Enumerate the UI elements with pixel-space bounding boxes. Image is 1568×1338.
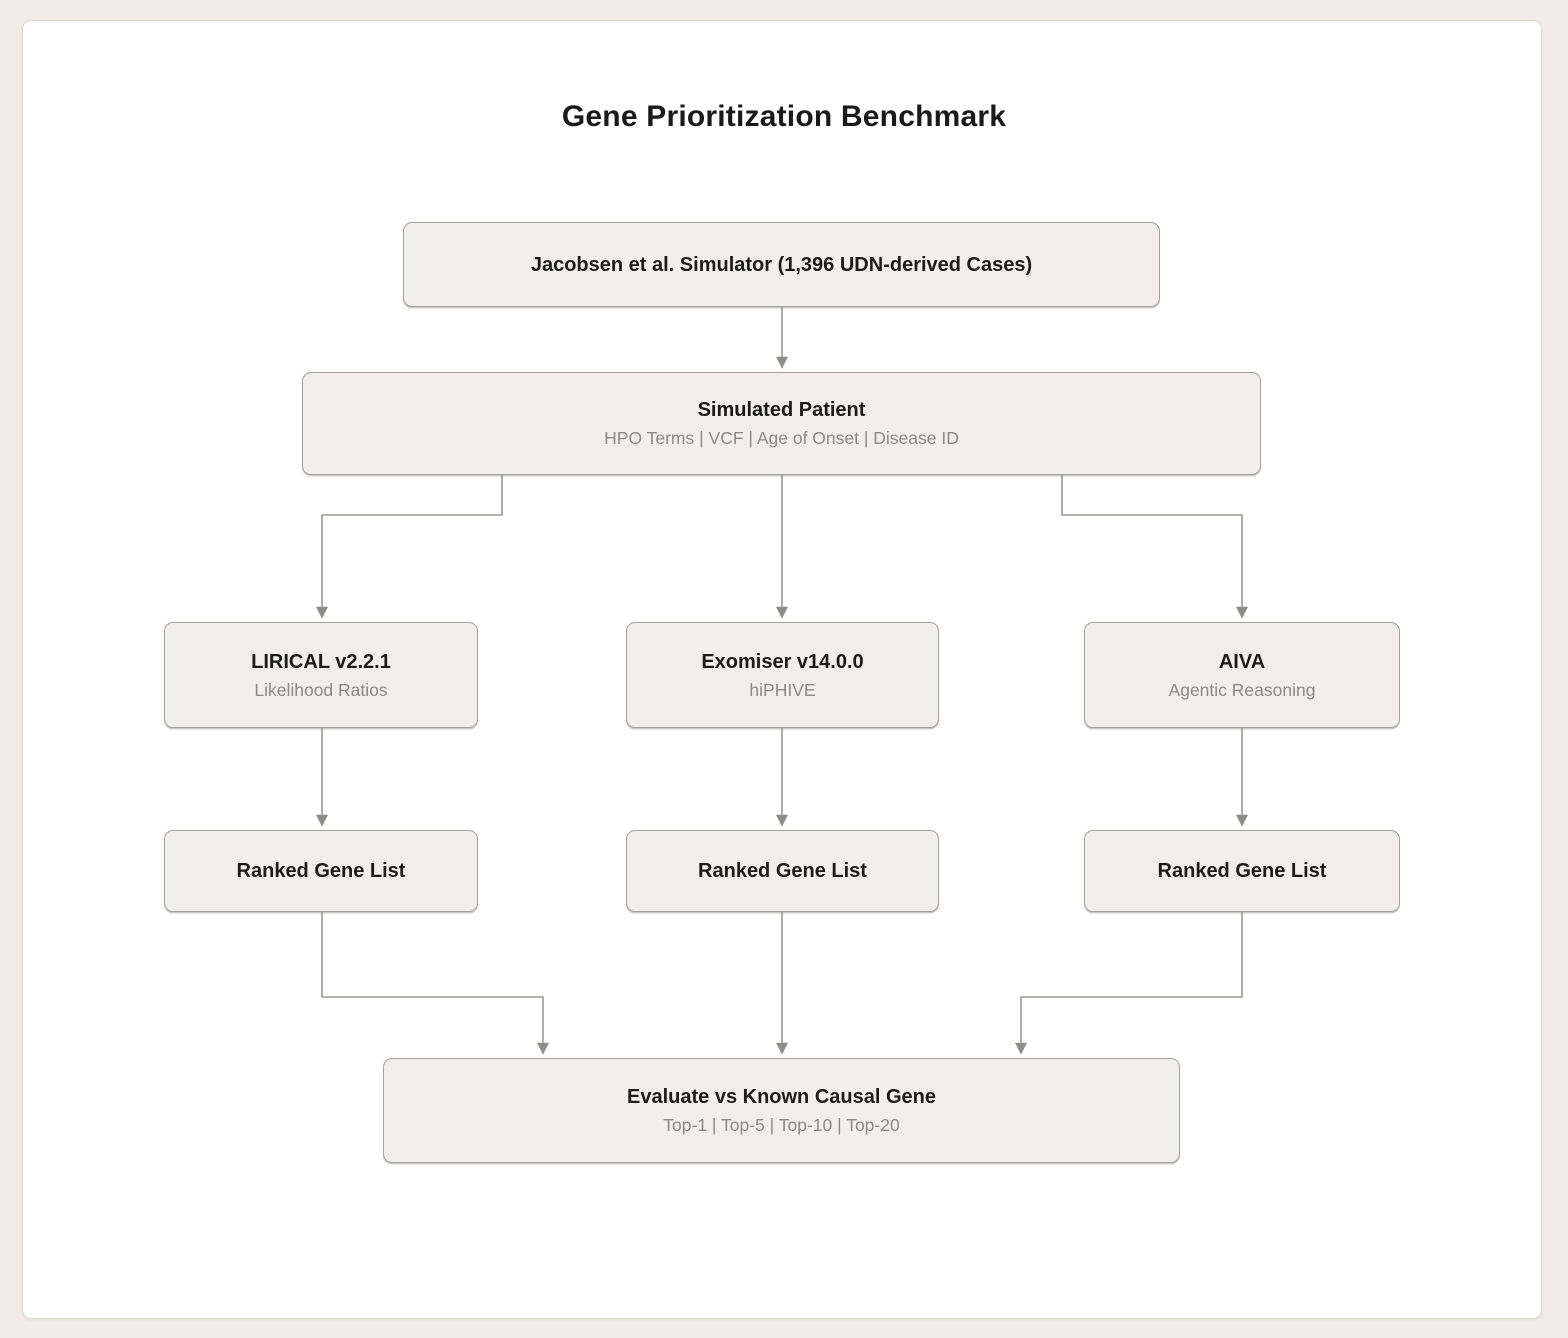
- node-lirical: LIRICAL v2.2.1 Likelihood Ratios: [164, 622, 478, 728]
- node-ranked-list-aiva-label: Ranked Gene List: [1157, 860, 1327, 882]
- node-ranked-list-lirical-label: Ranked Gene List: [236, 860, 406, 882]
- diagram-title: Gene Prioritization Benchmark: [561, 100, 1007, 133]
- node-aiva-sublabel: Agentic Reasoning: [1168, 679, 1316, 700]
- node-lirical-label: LIRICAL v2.2.1: [251, 650, 391, 673]
- node-exomiser-sublabel: hiPHIVE: [749, 679, 816, 700]
- node-ranked-list-exomiser-label: Ranked Gene List: [698, 860, 867, 882]
- node-ranked-list-exomiser: Ranked Gene List: [626, 830, 939, 912]
- node-simulated-patient: Simulated Patient HPO Terms | VCF | Age …: [302, 372, 1261, 475]
- node-lirical-sublabel: Likelihood Ratios: [254, 679, 388, 700]
- node-ranked-list-aiva: Ranked Gene List: [1084, 830, 1400, 912]
- node-exomiser: Exomiser v14.0.0 hiPHIVE: [626, 622, 939, 728]
- node-simulated-patient-sublabel: HPO Terms | VCF | Age of Onset | Disease…: [604, 428, 959, 448]
- node-aiva-label: AIVA: [1218, 650, 1266, 673]
- node-simulated-patient-label: Simulated Patient: [697, 399, 866, 421]
- node-exomiser-label: Exomiser v14.0.0: [701, 650, 864, 673]
- node-evaluate-label: Evaluate vs Known Causal Gene: [627, 1086, 936, 1108]
- node-aiva: AIVA Agentic Reasoning: [1084, 622, 1400, 728]
- node-evaluate-sublabel: Top-1 | Top-5 | Top-10 | Top-20: [663, 1115, 900, 1135]
- node-ranked-list-lirical: Ranked Gene List: [164, 830, 478, 912]
- node-evaluate: Evaluate vs Known Causal Gene Top-1 | To…: [383, 1058, 1180, 1163]
- node-simulator: Jacobsen et al. Simulator (1,396 UDN-der…: [403, 222, 1160, 307]
- node-simulator-label: Jacobsen et al. Simulator (1,396 UDN-der…: [530, 253, 1033, 276]
